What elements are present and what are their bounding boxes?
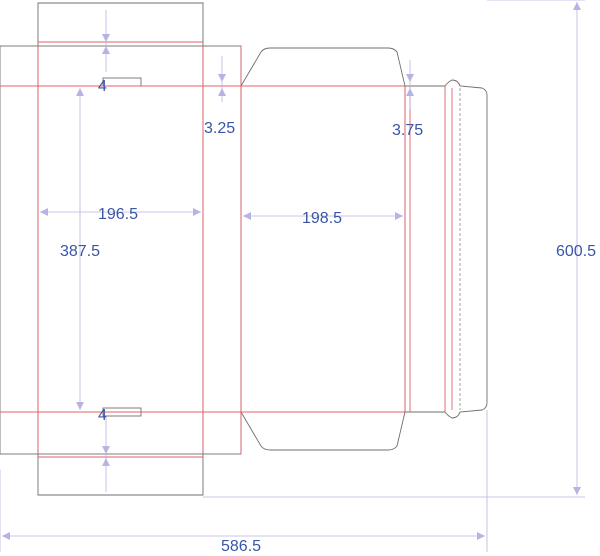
panel-height-label: 387.5	[60, 243, 100, 260]
tuck-right-label: 3.75	[392, 122, 423, 139]
dim-tuck-right: 3.75	[392, 60, 423, 139]
glue-tab-outline	[405, 79, 488, 419]
overall-width-label: 586.5	[221, 538, 261, 555]
flap-top-label: 4	[98, 78, 107, 95]
panel-b-width-label: 198.5	[302, 210, 342, 227]
left-side-panel	[0, 45, 39, 455]
tuck-left-label: 3.25	[204, 120, 235, 137]
dim-panel-b-width: 198.5	[243, 210, 403, 227]
panel-a-width-label: 196.5	[98, 206, 138, 223]
dim-flap-bottom: 4	[98, 407, 110, 492]
flap-bottom-label: 4	[98, 407, 107, 424]
top-flap-outline	[37, 2, 204, 46]
dim-overall-height: 600.5	[203, 0, 596, 498]
dim-overall-width: 586.5	[0, 410, 488, 555]
dust-flap-panel	[202, 45, 242, 455]
bottom-flap-outline	[37, 454, 204, 496]
dim-panel-a-width: 196.5	[40, 206, 201, 223]
top-slot	[102, 77, 142, 87]
overall-height-label: 600.5	[556, 243, 596, 260]
back-panel-outline	[240, 47, 406, 451]
dim-flap-top: 4	[98, 10, 110, 95]
dim-tuck-left: 3.25	[204, 56, 235, 137]
dim-panel-height: 387.5	[60, 88, 100, 410]
box-dieline	[0, 2, 488, 496]
